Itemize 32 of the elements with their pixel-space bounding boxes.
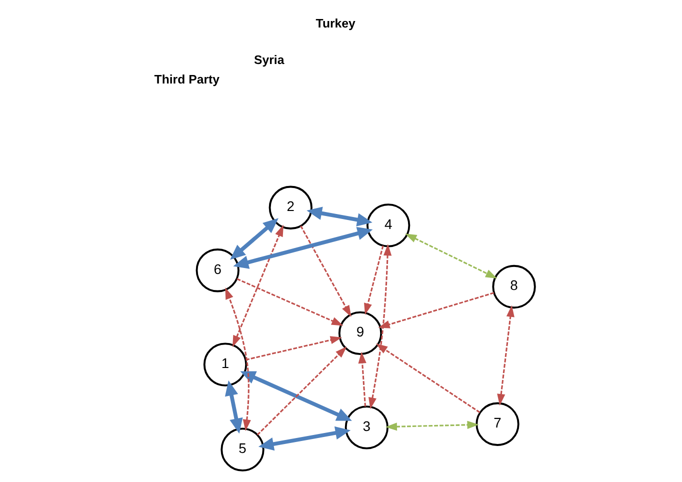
node-circle: 1 <box>202 342 247 386</box>
arrow <box>358 352 366 407</box>
node-circle: 3 <box>344 406 388 450</box>
legend-label: Turkey <box>315 16 355 31</box>
node-circle: 7 <box>475 402 519 446</box>
arrow <box>384 420 478 431</box>
node-circle: 8 <box>492 264 536 309</box>
arrow <box>368 244 392 410</box>
arrow <box>364 245 384 315</box>
arrow <box>306 206 372 226</box>
arrow <box>224 288 250 432</box>
arrow <box>375 344 480 414</box>
arrow <box>232 224 283 348</box>
node-circle: 5 <box>220 428 264 472</box>
legend-label: Syria <box>253 53 284 68</box>
arrow <box>258 426 350 451</box>
arrow <box>404 234 497 279</box>
arrow <box>240 371 352 421</box>
node-circle: 4 <box>366 204 410 248</box>
node-circle: 2 <box>268 186 312 230</box>
arrow <box>256 346 346 436</box>
arrow <box>300 226 351 317</box>
legend-label: Third Party <box>154 72 220 86</box>
arrow <box>236 278 343 326</box>
arrow <box>230 218 278 260</box>
arrow <box>378 292 494 328</box>
arrow <box>232 226 372 269</box>
node-circle: 6 <box>195 248 239 292</box>
arrow <box>245 336 342 361</box>
arrow <box>224 380 242 434</box>
arrow <box>496 305 514 406</box>
node-circle: 9 <box>338 311 382 356</box>
